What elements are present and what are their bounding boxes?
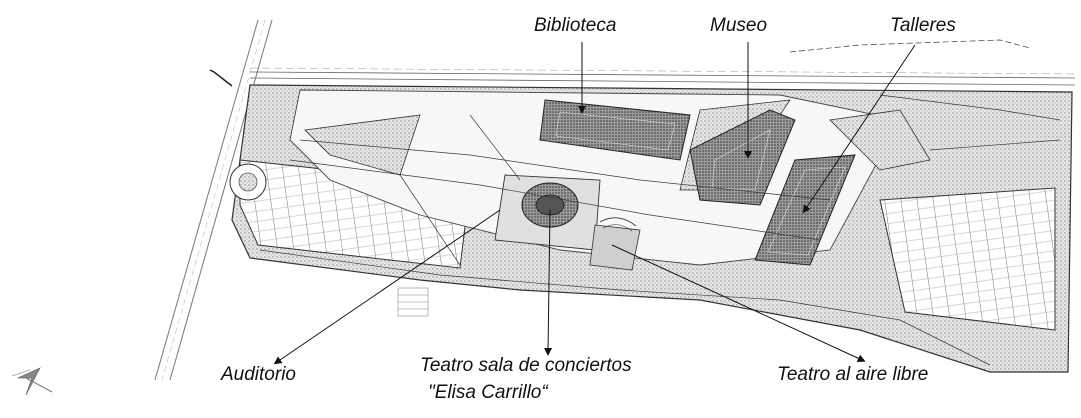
teatro-sala-building — [494, 174, 601, 251]
label-biblioteca: Biblioteca — [534, 15, 617, 36]
label-pointers — [273, 42, 916, 365]
pointer-teatro-sala — [544, 209, 553, 356]
lawn-right — [829, 109, 931, 171]
circulation-lines — [259, 94, 1061, 366]
label-auditorio: Auditorio — [221, 364, 296, 385]
flag-pole — [209, 69, 233, 87]
label-museo: Museo — [710, 15, 768, 36]
label-teatro-sala-line1: Teatro sala de conciertos — [420, 355, 632, 376]
museo-building — [689, 109, 796, 206]
north-arrow-icon — [11, 367, 53, 396]
teatro-aire-libre-area — [589, 217, 641, 271]
label-teatro-sala-line2: "Elisa Carrillo“ — [428, 382, 548, 403]
street-left — [154, 19, 273, 381]
entrance-plaza-bottom — [397, 287, 429, 317]
roundabout — [229, 163, 267, 201]
pointer-auditorio — [273, 209, 501, 365]
biblioteca-building — [539, 99, 691, 161]
pointer-teatro-aire — [611, 244, 866, 362]
parking-right — [879, 187, 1056, 331]
label-talleres: Talleres — [890, 15, 956, 36]
street-top — [249, 39, 1076, 86]
pointer-talleres — [802, 44, 916, 214]
label-teatro-aire-libre: Teatro al aire libre — [777, 364, 929, 385]
